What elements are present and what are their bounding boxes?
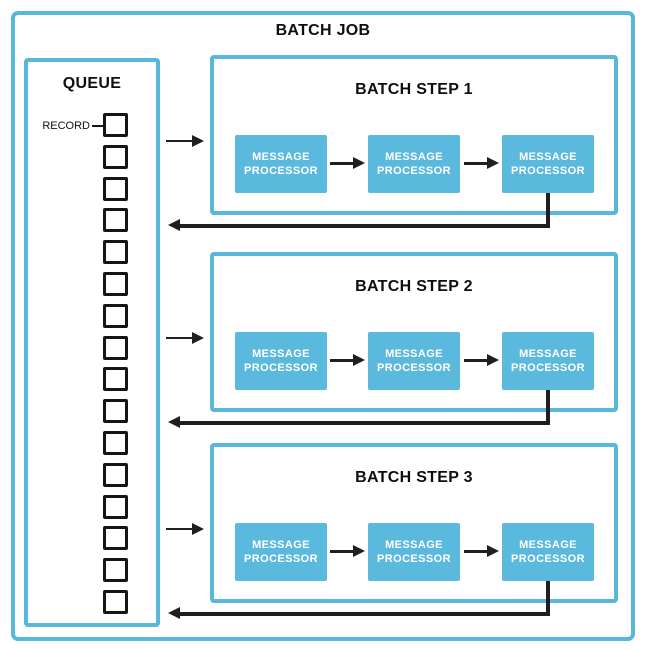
right-arrowhead-icon [192, 522, 204, 535]
right-arrowhead-icon [353, 354, 365, 366]
arrow-line [166, 336, 194, 340]
right-arrowhead-icon [353, 545, 365, 557]
right-arrowhead-icon [192, 331, 204, 344]
record-cell [103, 589, 128, 614]
record-cell [103, 494, 128, 519]
record-cell [103, 176, 128, 201]
queue-to-step-2-arrow [166, 331, 204, 345]
processor-chain-arrow [330, 354, 365, 367]
message-processor: MESSAGE PROCESSOR [235, 135, 327, 193]
right-arrowhead-icon [487, 545, 499, 557]
queue-panel: QUEUE [24, 58, 160, 627]
record-cell [103, 144, 128, 169]
arrow-line [464, 162, 489, 165]
arrow-vertical-line [546, 390, 550, 425]
message-processor: MESSAGE PROCESSOR [368, 135, 460, 193]
record-cell [103, 367, 128, 392]
message-processor: MESSAGE PROCESSOR [368, 523, 460, 581]
left-arrowhead-icon [168, 416, 180, 429]
batch-step-2-title: BATCH STEP 2 [355, 278, 473, 295]
record-cell [103, 335, 128, 360]
batch-job-title: BATCH JOB [275, 22, 371, 39]
right-arrowhead-icon [487, 157, 499, 169]
batch-step-3-title: BATCH STEP 3 [355, 469, 473, 486]
message-processor: MESSAGE PROCESSOR [502, 523, 594, 581]
record-cell [103, 208, 128, 233]
record-cell [103, 113, 128, 137]
record-connector-line [92, 124, 103, 127]
processor-chain-arrow [464, 545, 499, 558]
message-processor: MESSAGE PROCESSOR [502, 332, 594, 390]
processor-chain-arrow [464, 157, 499, 170]
arrow-line [330, 550, 355, 553]
record-cell [103, 558, 128, 583]
queue-records [103, 113, 128, 614]
batch-step-1-title: BATCH STEP 1 [355, 81, 473, 98]
arrow-line [330, 359, 355, 362]
arrow-line [166, 527, 194, 531]
message-processor: MESSAGE PROCESSOR [235, 332, 327, 390]
batch-step-2-box: BATCH STEP 2 MESSAGE PROCESSOR MESSAGE P… [210, 252, 618, 412]
record-cell [103, 462, 128, 487]
batch-step-3-box: BATCH STEP 3 MESSAGE PROCESSOR MESSAGE P… [210, 443, 618, 603]
record-label-group: RECORD [42, 119, 103, 132]
queue-title: QUEUE [62, 75, 122, 92]
message-processor: MESSAGE PROCESSOR [502, 135, 594, 193]
queue-to-step-3-arrow [166, 522, 204, 536]
batch-step-1-box: BATCH STEP 1 MESSAGE PROCESSOR MESSAGE P… [210, 55, 618, 215]
arrow-line [464, 550, 489, 553]
processor-chain-arrow [464, 354, 499, 367]
arrow-line [179, 224, 550, 228]
record-cell [103, 430, 128, 455]
arrow-line [464, 359, 489, 362]
arrow-vertical-line [546, 581, 550, 616]
record-cell [103, 526, 128, 551]
queue-to-step-1-arrow [166, 134, 204, 148]
record-cell [103, 303, 128, 328]
arrow-line [179, 612, 550, 616]
record-label: RECORD [42, 119, 90, 132]
message-processor: MESSAGE PROCESSOR [368, 332, 460, 390]
record-cell [103, 271, 128, 296]
left-arrowhead-icon [168, 607, 180, 620]
arrow-vertical-line [546, 193, 550, 228]
message-processor: MESSAGE PROCESSOR [235, 523, 327, 581]
right-arrowhead-icon [192, 134, 204, 147]
processor-chain-arrow [330, 157, 365, 170]
right-arrowhead-icon [487, 354, 499, 366]
arrow-line [330, 162, 355, 165]
record-cell [103, 240, 128, 265]
processor-chain-arrow [330, 545, 365, 558]
right-arrowhead-icon [353, 157, 365, 169]
arrow-line [166, 139, 194, 143]
arrow-line [179, 421, 550, 425]
left-arrowhead-icon [168, 219, 180, 232]
record-cell [103, 399, 128, 424]
